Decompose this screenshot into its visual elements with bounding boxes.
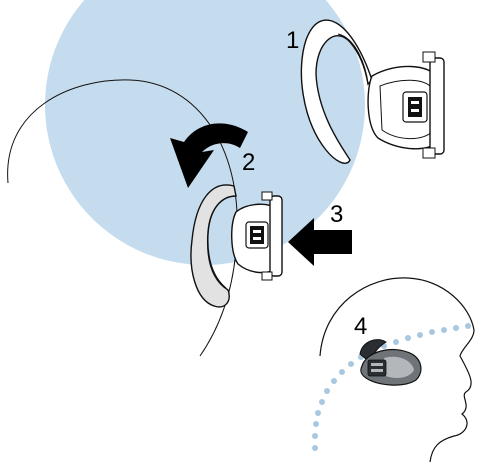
push-arrow-icon: [288, 218, 352, 266]
step-label-2: 2: [242, 149, 255, 176]
headset-step-3: [190, 184, 283, 308]
headset-step-1: [300, 19, 445, 164]
worn-headset: [359, 339, 422, 386]
step-label-3: 3: [330, 201, 343, 228]
dotted-fit-path: [312, 323, 471, 451]
earhook-1: [300, 19, 373, 164]
curved-rotate-arrow-icon: [170, 123, 248, 188]
step-label-1: 1: [286, 27, 299, 54]
step-label-4: 4: [354, 313, 367, 340]
head-profile-outline: [319, 277, 475, 462]
